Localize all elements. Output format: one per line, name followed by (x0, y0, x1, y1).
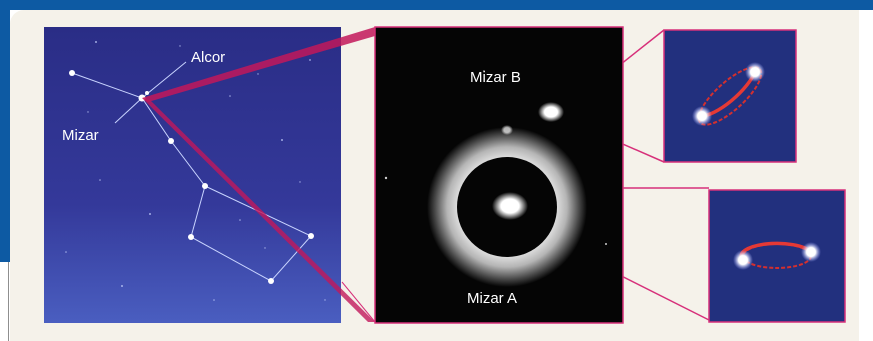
faint-star (309, 59, 311, 61)
dipper-lines (71, 61, 312, 282)
sky-panel: Alcor Mizar (44, 27, 341, 323)
connector-top (142, 27, 375, 102)
mizar-a-orbit-background (708, 189, 846, 323)
faint-star (229, 95, 231, 97)
star-dubhe (308, 233, 314, 239)
faint-star (299, 181, 301, 183)
star-megrez (202, 183, 208, 189)
faint-star (99, 179, 101, 181)
frame-left-line (8, 262, 9, 341)
star-alcor (145, 91, 149, 95)
mizar-b-star-1 (745, 62, 765, 82)
faint-star (213, 299, 215, 301)
star-merak (268, 278, 274, 284)
faint-star (281, 139, 283, 141)
mizar-companion (501, 125, 513, 135)
faint-star (87, 111, 89, 113)
mizar-b-orbit-panel (663, 29, 797, 163)
connector-bottom-edge (341, 281, 376, 323)
mizar-a-star-1 (733, 250, 753, 270)
star-alioth (168, 138, 174, 144)
faint-star (264, 247, 266, 249)
telescope-photo-panel: Mizar B Mizar A (374, 26, 624, 324)
faint-star (149, 213, 151, 215)
mizar-b-star (538, 102, 564, 122)
mizar-b-orbit-background (663, 29, 797, 163)
faint-star (257, 73, 259, 75)
star-alkaid (69, 70, 75, 76)
star-phecda (188, 234, 194, 240)
faint-star (95, 41, 97, 43)
faint-star (324, 299, 326, 301)
faint-stars (65, 41, 326, 301)
mizar-a-orbit-panel (708, 189, 846, 323)
dipper-stars (69, 70, 314, 284)
label-mizar-b: Mizar B (470, 69, 521, 86)
faint-star (239, 219, 241, 221)
faint-star (65, 251, 67, 253)
photo-faint-stars (384, 70, 607, 245)
frame-left-band (0, 0, 10, 262)
label-alcor: Alcor (191, 49, 225, 66)
mizar-b-star-2 (692, 106, 712, 126)
mizar-a-star-2 (801, 242, 821, 262)
label-mizar-a: Mizar A (467, 290, 517, 307)
connector-bottom (142, 98, 375, 322)
sky-background (44, 27, 341, 323)
label-mizar: Mizar (62, 127, 99, 144)
mizar-a-star (492, 192, 528, 220)
frame-top-band (0, 0, 873, 10)
faint-star (179, 45, 181, 47)
faint-star (121, 285, 123, 287)
